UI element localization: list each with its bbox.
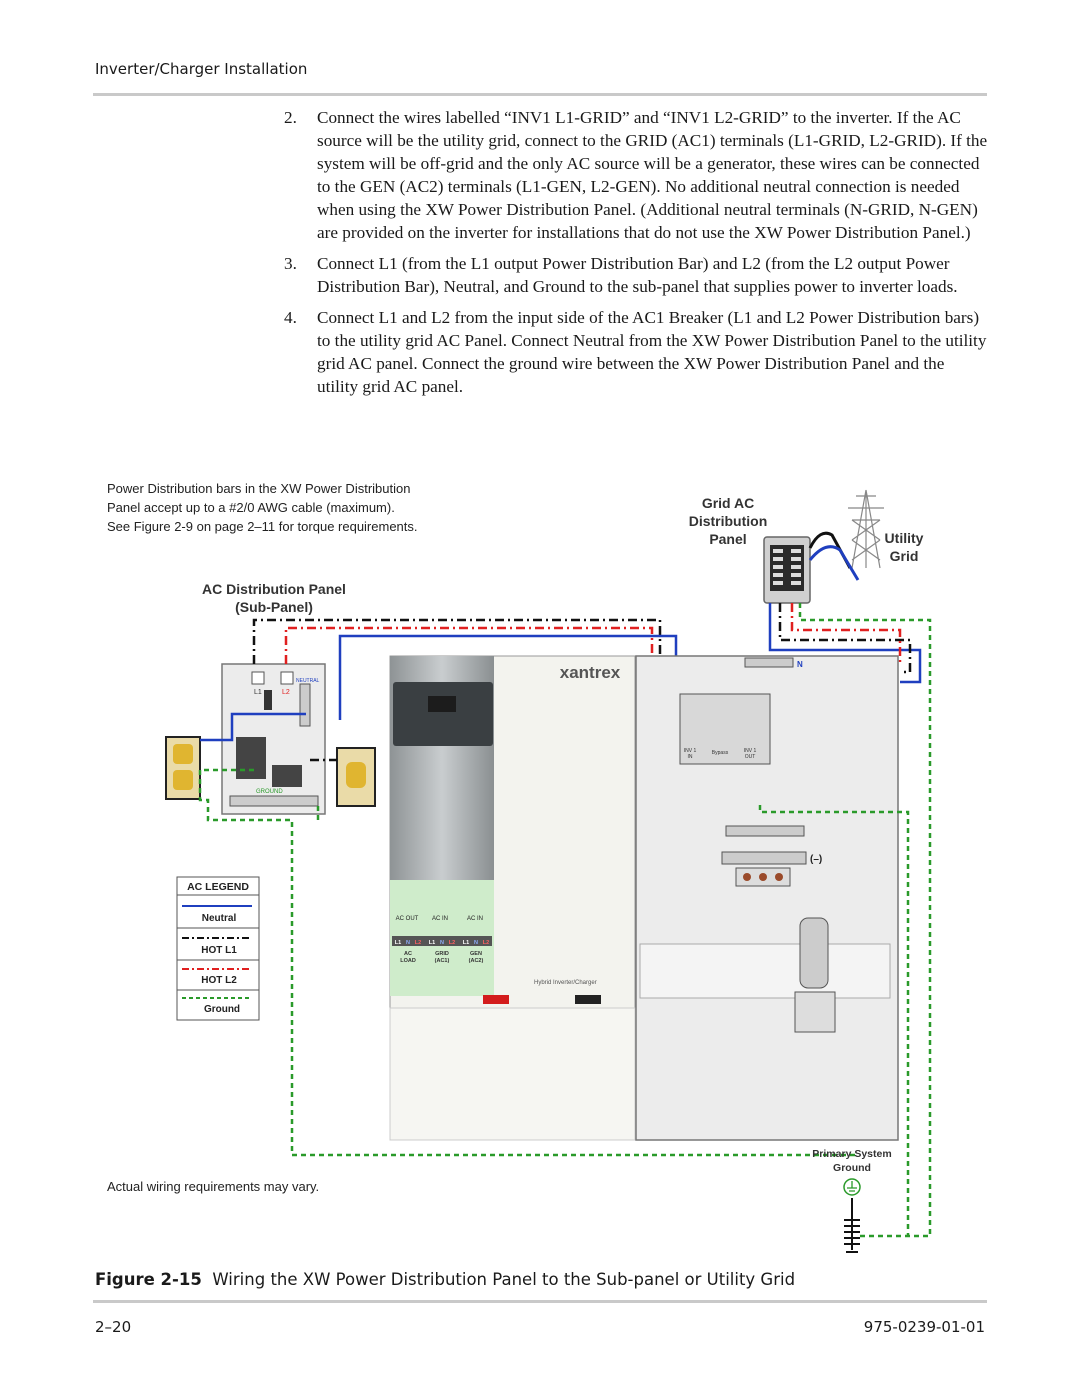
grid-ac-panel-label: Grid AC (702, 495, 754, 511)
legend-title: AC LEGEND (187, 881, 249, 893)
legend-label: Ground (204, 1004, 240, 1015)
sub-panel-ground-label: GROUND (256, 789, 283, 795)
xantrex-logo: xantrex (560, 663, 621, 682)
utility-tower-icon (848, 489, 884, 569)
ground-icon (843, 1178, 861, 1196)
terminal-letter: N (474, 940, 478, 946)
single-outlet (336, 747, 376, 807)
primary-ground-label: Ground (833, 1162, 871, 1174)
sub-panel-l1-label: L1 (254, 689, 262, 696)
terminal-name: GEN (470, 951, 482, 957)
step-text: Connect L1 (from the L1 output Power Dis… (317, 254, 958, 296)
step-item: 3. Connect L1 (from the L1 output Power … (284, 252, 989, 298)
terminal-letter: L1 (395, 940, 401, 946)
step-item: 4. Connect L1 and L2 from the input side… (284, 306, 989, 398)
breaker-label: INV 1 (684, 748, 697, 754)
note-line: Power Distribution bars in the XW Power … (107, 481, 411, 496)
terminal-header: AC IN (432, 916, 448, 922)
legend-label: HOT L2 (201, 975, 237, 986)
breaker-label: OUT (745, 754, 756, 760)
terminal-name: LOAD (400, 958, 416, 964)
note-line: Panel accept up to a #2/0 AWG cable (max… (107, 500, 395, 515)
terminal-name: (AC1) (435, 958, 450, 964)
figure-note-bottom: Actual wiring requirements may vary. (107, 1179, 320, 1194)
figure-caption: Figure 2-15 Wiring the XW Power Distribu… (95, 1270, 795, 1289)
grid-ac-panel (763, 536, 811, 604)
sub-panel-l2-label: L2 (282, 689, 290, 696)
header-rule (93, 93, 987, 96)
hybrid-label: Hybrid Inverter/Charger (534, 980, 597, 986)
grid-wires (768, 603, 932, 1238)
terminal-letter: L1 (429, 940, 435, 946)
page-number: 2–20 (95, 1318, 132, 1336)
legend-label: Neutral (202, 913, 237, 924)
terminal-letter: N (406, 940, 410, 946)
step-item: 2. Connect the wires labelled “INV1 L1-G… (284, 106, 989, 244)
utility-grid-label: Utility (885, 530, 924, 546)
ground-rod-icon (844, 1198, 860, 1253)
terminal-header: AC OUT (396, 916, 419, 922)
note-line: See Figure 2-9 on page 2–11 for torque r… (107, 519, 418, 534)
step-text: Connect the wires labelled “INV1 L1-GRID… (317, 108, 988, 242)
inverter-unit (389, 655, 636, 1141)
legend-label: HOT L1 (201, 945, 237, 956)
terminal-header: AC IN (467, 916, 483, 922)
footer-rule (93, 1300, 987, 1303)
step-number: 3. (284, 254, 297, 273)
xw-distribution-panel (635, 655, 899, 1141)
ac-legend (176, 876, 260, 1021)
terminal-letter: L1 (463, 940, 469, 946)
step-list: 2. Connect the wires labelled “INV1 L1-G… (284, 106, 989, 406)
breaker-label: IN (688, 754, 693, 760)
sub-panel-label: AC Distribution Panel (202, 581, 346, 597)
step-number: 4. (284, 308, 297, 327)
terminal-name: GRID (435, 951, 449, 957)
sub-panel-neutral-label: NEUTRAL (296, 678, 320, 684)
terminal-name: (AC2) (469, 958, 484, 964)
figure-note-top: Power Distribution bars in the XW Power … (107, 479, 418, 536)
sub-panel (221, 663, 326, 815)
terminal-letter: N (440, 940, 444, 946)
step-number: 2. (284, 108, 297, 127)
terminal-letter: L2 (415, 940, 421, 946)
grid-ac-panel-label: Distribution (689, 513, 768, 529)
step-text: Connect L1 and L2 from the input side of… (317, 308, 987, 396)
terminal-name: AC (404, 951, 412, 957)
running-header: Inverter/Charger Installation (95, 60, 308, 78)
minus-tag: (–) (810, 854, 822, 865)
primary-ground-label: Primary System (812, 1148, 891, 1160)
sub-panel-label: (Sub-Panel) (235, 599, 313, 615)
breaker-label: Bypass (712, 750, 729, 756)
figure-title: Wiring the XW Power Distribution Panel t… (212, 1270, 796, 1289)
duplex-outlet (165, 736, 201, 800)
utility-grid-label: Grid (890, 548, 919, 564)
figure-number: Figure 2-15 (95, 1270, 202, 1289)
document-number: 975-0239-01-01 (863, 1318, 985, 1336)
terminal-letter: L2 (483, 940, 489, 946)
neutral-bar-tag: N (797, 660, 803, 669)
grid-ac-panel-label: Panel (709, 531, 746, 547)
breaker-label: INV 1 (744, 748, 757, 754)
terminal-letter: L2 (449, 940, 455, 946)
